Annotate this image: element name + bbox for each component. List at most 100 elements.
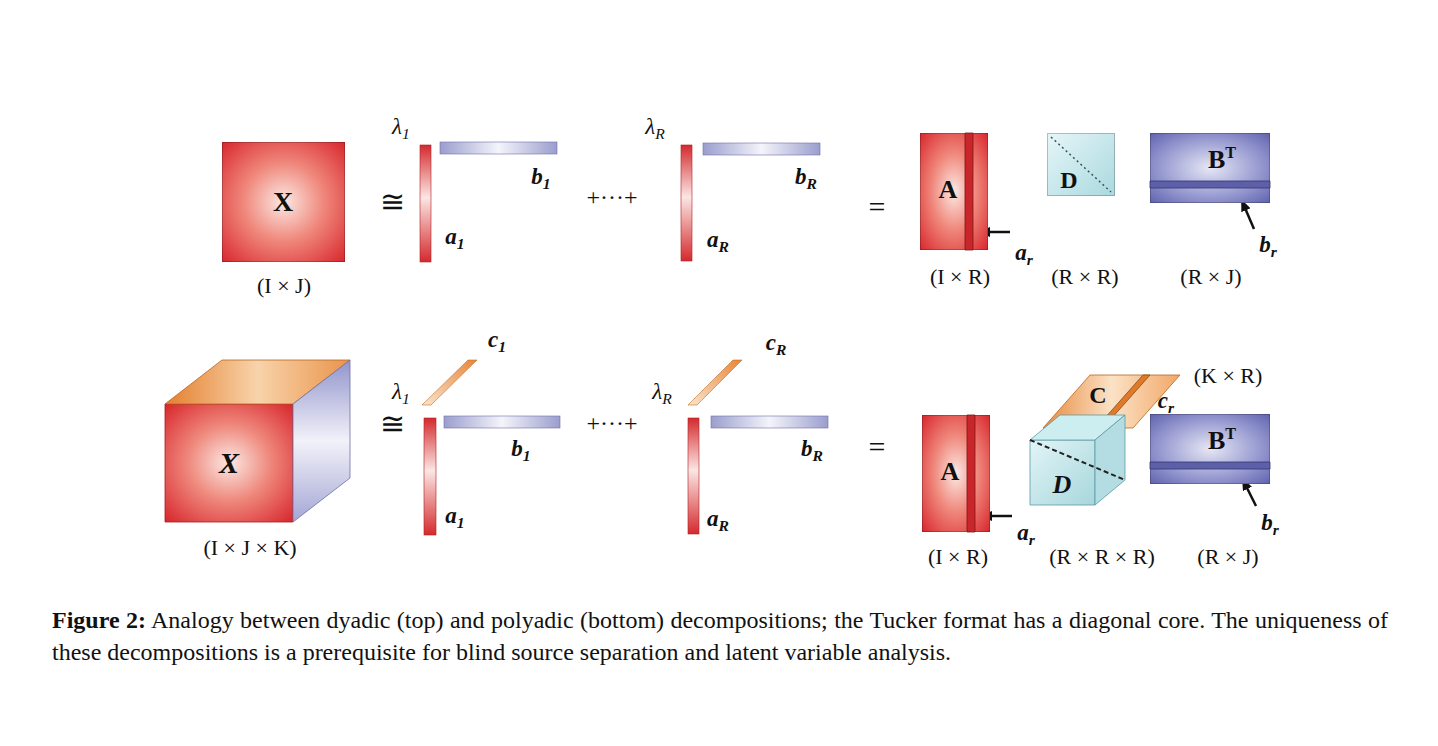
base-glyph: b (511, 436, 523, 461)
diagonal-matrix: D (1047, 133, 1115, 196)
matrix-symbol: X (219, 448, 239, 478)
base-glyph: B (1208, 426, 1225, 455)
dimension-label: (I × R) (930, 266, 990, 288)
subscript: r (1273, 521, 1279, 538)
subscript: R (813, 447, 823, 464)
tensor-cube: X (165, 360, 350, 522)
weight-label: λR (645, 115, 665, 141)
matrix-symbol: BT (1208, 426, 1236, 454)
vector-label: aR (707, 228, 729, 254)
figure-caption: Figure 2: Analogy between dyadic (top) a… (52, 604, 1388, 668)
subscript: r (1029, 531, 1035, 548)
base-glyph: a (707, 227, 719, 252)
subscript: 1 (523, 447, 531, 464)
pointer-arrow (1242, 201, 1254, 229)
diagonal-line (1051, 137, 1111, 192)
vector-a (688, 418, 699, 534)
base-glyph: b (795, 164, 807, 189)
weight-label: λ1 (392, 380, 410, 406)
face (1030, 440, 1095, 505)
operator-symbol: = (869, 432, 886, 462)
base-glyph: c (766, 330, 776, 355)
vector-label: bR (795, 165, 817, 191)
dimension-label: (I × R) (928, 546, 988, 568)
base-glyph: λ (392, 114, 402, 139)
vector-label: c1 (488, 328, 506, 354)
matrix-box: X (222, 142, 345, 262)
vector-b (711, 416, 828, 428)
subscript: R (776, 341, 786, 358)
vector-a (681, 145, 692, 261)
operator-symbol: +···+ (586, 411, 637, 435)
diagonal-line (1030, 440, 1125, 480)
highlight-stripe (965, 133, 973, 250)
operator-symbol: ≅ (380, 187, 405, 217)
caption-number: Figure 2: (52, 607, 146, 633)
subscript: r (1168, 399, 1174, 416)
factor-matrix: BT (1150, 414, 1270, 484)
subscript: 1 (543, 175, 551, 192)
base-glyph: b (1259, 232, 1271, 257)
face (293, 360, 350, 522)
vector-c (688, 360, 742, 405)
vector-label: b1 (531, 165, 550, 191)
dimension-label: (R × J) (1197, 546, 1258, 568)
matrix-symbol: A (941, 459, 960, 485)
matrix-symbol: A (939, 177, 958, 203)
vector-a (420, 145, 431, 262)
matrix-symbol: X (273, 188, 293, 216)
matrix-symbol: D (1060, 168, 1077, 192)
subscript: R (719, 517, 729, 534)
base-glyph: a (707, 506, 719, 531)
dimension-label: (I × J) (257, 275, 311, 297)
vector-label: ar (1015, 241, 1033, 267)
subscript: 1 (402, 390, 410, 407)
base-glyph: a (1015, 240, 1027, 265)
vector-label: aR (707, 507, 729, 533)
superscript: T (1225, 144, 1236, 161)
vector-b (440, 142, 557, 154)
vector-label: a1 (445, 504, 464, 530)
operator-symbol: ≅ (380, 409, 405, 439)
dimension-label: (R × J) (1180, 266, 1241, 288)
matrix-symbol: BT (1208, 145, 1236, 173)
base-glyph: λ (652, 379, 662, 404)
vector-label: cr (1158, 389, 1174, 415)
vector-b (444, 416, 560, 428)
subscript: r (1027, 251, 1033, 268)
base-glyph: a (1017, 520, 1029, 545)
vector-a (424, 418, 436, 535)
vector-b (703, 143, 820, 155)
base-glyph: c (1158, 388, 1168, 413)
subscript: R (662, 390, 672, 407)
node-shape (1047, 133, 1115, 196)
subscript: R (719, 238, 729, 255)
base-glyph: B (1208, 145, 1225, 174)
matrix-symbol: C (1089, 383, 1106, 407)
factor-matrix: A (920, 133, 988, 250)
base-glyph: b (801, 436, 813, 461)
vector-label: bR (801, 437, 823, 463)
subscript: R (655, 125, 665, 142)
dimension-label: (R × R × R) (1049, 546, 1155, 568)
subscript: 1 (498, 338, 506, 355)
base-glyph: b (1261, 510, 1273, 535)
vector-label: cR (766, 331, 787, 357)
core-tensor-cube: D (1030, 415, 1125, 505)
base-glyph: b (531, 164, 543, 189)
base-glyph: a (445, 503, 457, 528)
subscript: 1 (457, 235, 465, 252)
matrix-symbol: D (1053, 472, 1072, 498)
base-glyph: c (488, 327, 498, 352)
operator-symbol: +···+ (586, 185, 637, 209)
base-glyph: λ (392, 379, 402, 404)
dimension-label: (K × R) (1194, 365, 1263, 387)
caption-body: Analogy between dyadic (top) and polyadi… (52, 607, 1388, 665)
subscript: 1 (402, 125, 410, 142)
vector-label: br (1259, 233, 1277, 259)
vector-label: ar (1017, 521, 1035, 547)
weight-label: λ1 (392, 115, 410, 141)
face (165, 404, 293, 522)
dimension-label: (R × R) (1051, 266, 1118, 288)
